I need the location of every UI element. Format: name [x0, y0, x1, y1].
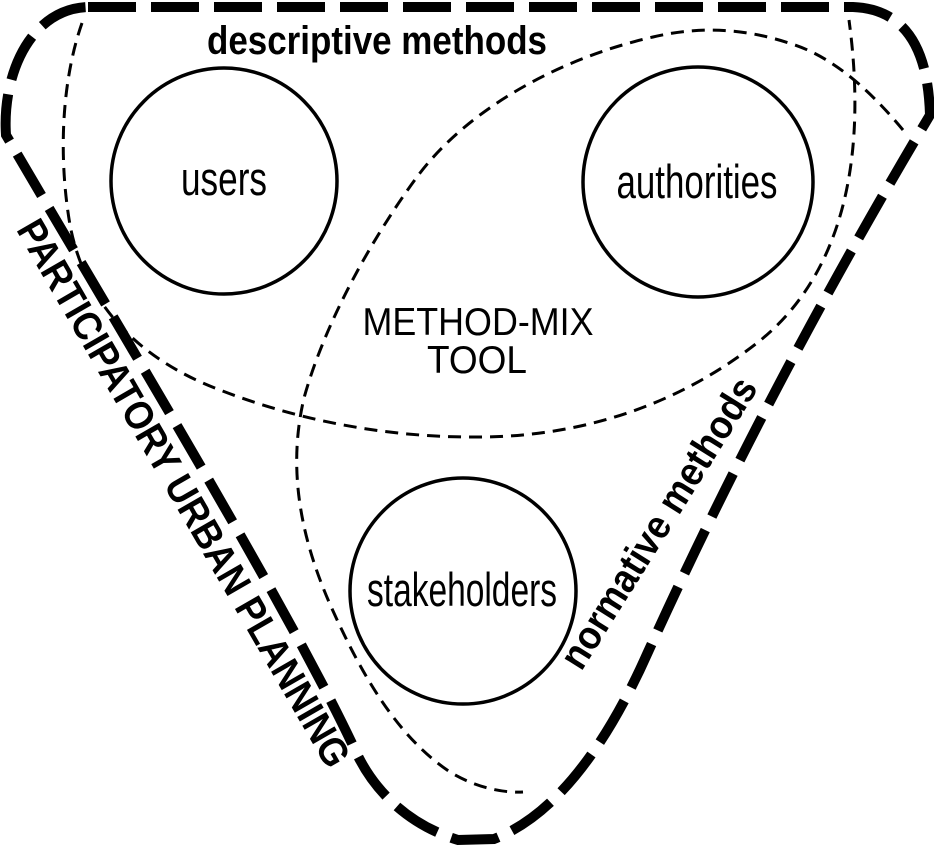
users-circle — [109, 66, 339, 296]
edge-label-descriptive-methods: descriptive methods — [207, 19, 547, 63]
edge-label-participatory-urban-planning: PARTICIPATORY URBAN PLANNING — [8, 212, 359, 775]
stakeholders-label: stakeholders — [367, 563, 557, 616]
users-label: users — [181, 152, 267, 205]
stakeholders-circle — [348, 476, 578, 706]
authorities-label: authorities — [617, 155, 778, 208]
center-label-line1: METHOD-MIX — [363, 301, 594, 344]
authorities-circle — [581, 65, 815, 299]
center-label-line2: TOOL — [427, 339, 527, 382]
normative-methods-ellipse-arc — [295, 28, 905, 794]
